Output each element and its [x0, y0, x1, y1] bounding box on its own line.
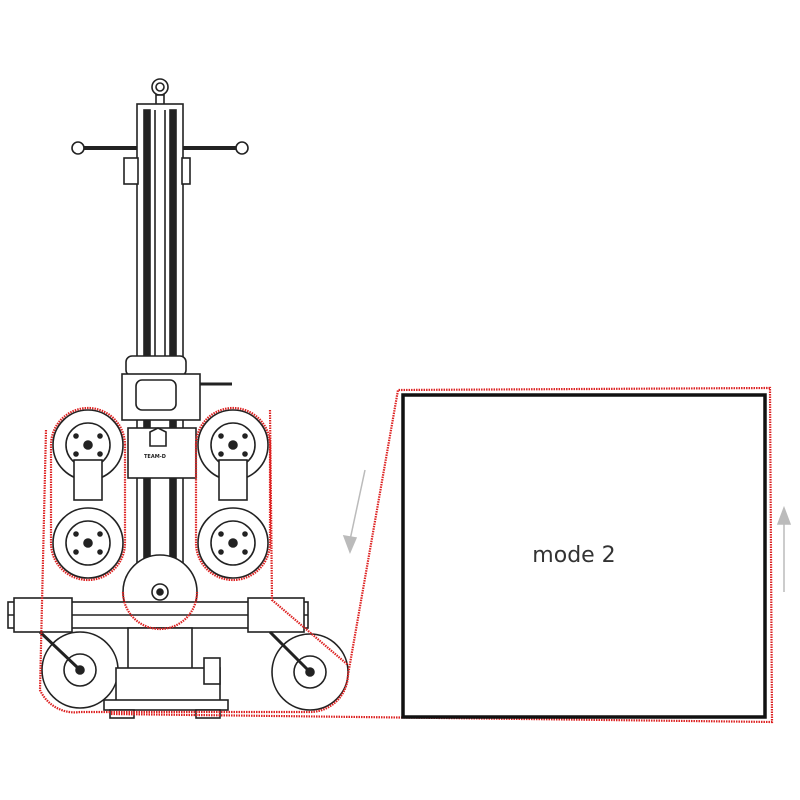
- guide-wheel-mid-right: [197, 507, 269, 579]
- diamond-wire: [38, 386, 774, 724]
- guide-wheel-top-right: [197, 409, 269, 481]
- lifting-eye: [151, 78, 169, 106]
- horizontal-rail: [7, 597, 309, 633]
- up-arrow-icon: [776, 505, 792, 592]
- mode-label: mode 2: [532, 543, 615, 568]
- workpiece-block: [401, 393, 767, 719]
- guide-wheel-bottom-left: [38, 630, 119, 709]
- bracket-right: [218, 459, 248, 501]
- bracket-left: [73, 459, 103, 501]
- mast-column: [136, 103, 184, 365]
- top-handles: [71, 141, 249, 185]
- drive-motor-housing: [121, 355, 232, 479]
- guide-wheel-bottom-right: [268, 630, 349, 711]
- brand-logo: TEAM-D: [144, 427, 167, 460]
- machine-base: [103, 627, 229, 719]
- guide-wheel-top-left: [52, 409, 124, 481]
- guide-wheel-mid-left: [52, 507, 124, 579]
- brand-logo-text: TEAM-D: [144, 454, 166, 460]
- wire-saw-machine: TEAM-D: [7, 78, 349, 719]
- down-arrow-icon: [342, 469, 366, 555]
